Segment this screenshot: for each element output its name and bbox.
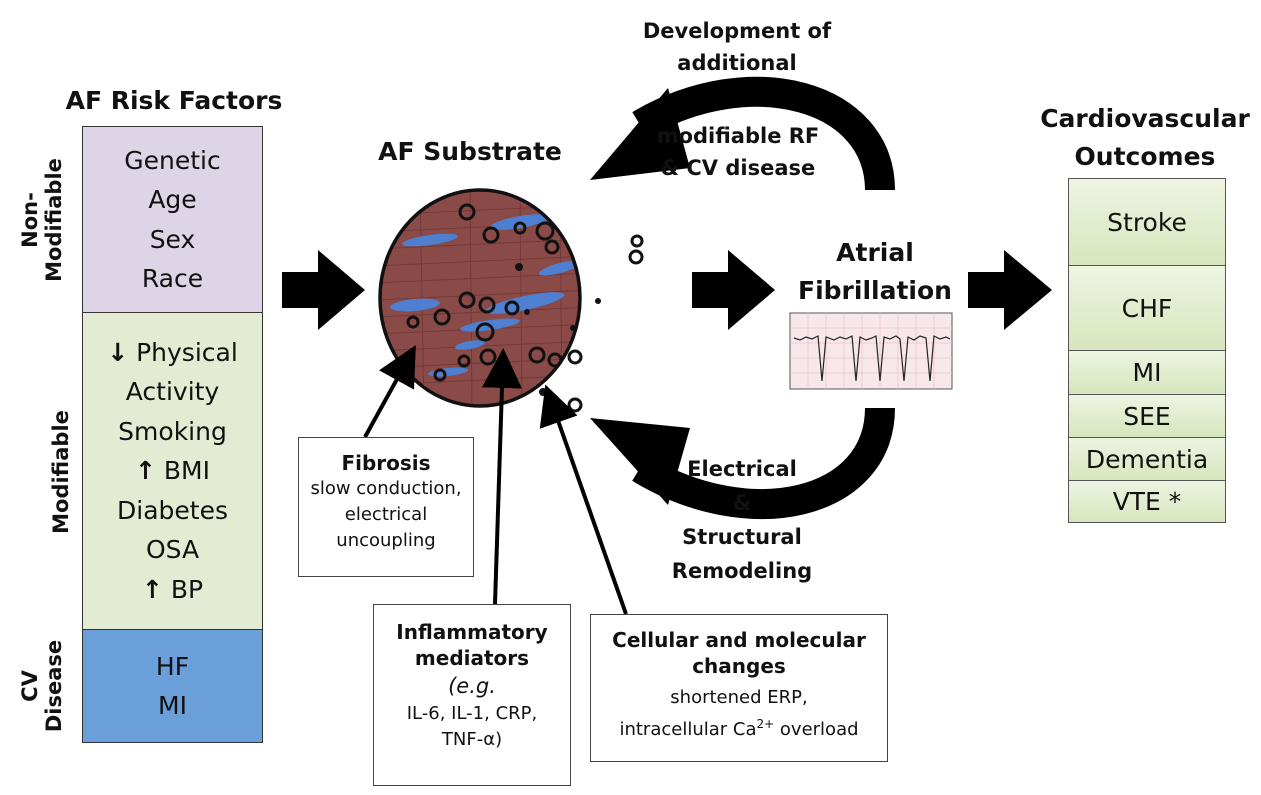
outcomes-title: Cardiovascular Outcomes — [1040, 104, 1250, 171]
atrial-fibrillation-title: Atrial Fibrillation — [798, 238, 952, 305]
cv-disease-box: HF MI — [82, 629, 263, 743]
cycle-top-text: Development of additional — [642, 19, 832, 75]
risk-item: MI — [158, 691, 187, 720]
risk-item: Sex — [149, 224, 196, 254]
cycle-arrow-top-icon — [632, 76, 895, 191]
cycle-arrow-bottom-head — [590, 418, 690, 505]
arrow-up-icon: ↑ — [135, 456, 156, 486]
inflammatory-body: IL-6, IL-1, CRP, TNF-α) — [406, 703, 538, 750]
arrow-right-icon — [968, 250, 1052, 330]
arrow-right-icon — [282, 250, 365, 330]
outcome-item: Stroke — [1068, 178, 1226, 266]
non-modifiable-box: Genetic Age Sex Race — [82, 126, 263, 313]
inflammatory-title: Inflammatory mediators — [396, 620, 548, 670]
cycle-bottom-text: Electrical & Structural Remodeling — [671, 457, 813, 583]
inflammatory-eg: (e.g. — [448, 674, 496, 698]
risk-item: Smoking — [118, 416, 227, 446]
risk-item: Age — [148, 185, 197, 214]
cellular-body: shortened ERP, intracellular Ca2+ overlo… — [619, 687, 859, 740]
arrow-up-icon: ↑ — [141, 574, 163, 604]
outcome-item: MI — [1068, 350, 1226, 395]
outcome-item: Dementia — [1068, 437, 1226, 481]
risk-item: Race — [141, 264, 204, 293]
tissue-histology-image — [378, 188, 644, 413]
risk-item: ↑ BP — [141, 574, 204, 604]
risk-item: Activity — [125, 377, 220, 407]
cellular-title: Cellular and molecular changes — [612, 628, 866, 678]
ecg-strip-image — [789, 312, 953, 390]
risk-item: Genetic — [124, 145, 221, 175]
outcome-item: CHF — [1068, 265, 1226, 351]
risk-item: HF — [155, 651, 190, 681]
fibrosis-title: Fibrosis — [341, 451, 431, 475]
af-substrate-title: AF Substrate — [378, 137, 562, 166]
outcome-item: SEE — [1068, 394, 1226, 438]
arrow-down-icon: ↓ — [107, 337, 129, 367]
cycle-top-text-inner: modifiable RF & CV disease — [656, 124, 820, 180]
risk-factors-title: AF Risk Factors — [65, 86, 283, 115]
cycle-arrow-bottom-icon — [632, 407, 895, 520]
risk-item: ↓ Physical — [107, 337, 238, 367]
modifiable-box: ↓ Physical Activity Smoking ↑ BMI Diabet… — [82, 312, 263, 630]
outcome-item: VTE * — [1068, 480, 1226, 523]
fibrosis-callout: Fibrosis slow conduction, electrical unc… — [298, 437, 474, 577]
cycle-arrow-top-head — [590, 88, 690, 180]
fibrosis-body: slow conduction, electrical uncoupling — [310, 478, 462, 551]
arrow-right-icon — [692, 250, 775, 330]
fibrosis-pointer — [363, 344, 416, 438]
risk-item: ↑ BMI — [135, 456, 210, 486]
cellular-callout: Cellular and molecular changes shortened… — [590, 614, 888, 762]
cellular-pointer — [539, 384, 628, 615]
risk-item: OSA — [145, 535, 200, 565]
inflammatory-callout: Inflammatory mediators (e.g. IL-6, IL-1,… — [373, 604, 571, 786]
risk-item: Diabetes — [117, 495, 228, 525]
inflammatory-pointer — [481, 348, 522, 605]
